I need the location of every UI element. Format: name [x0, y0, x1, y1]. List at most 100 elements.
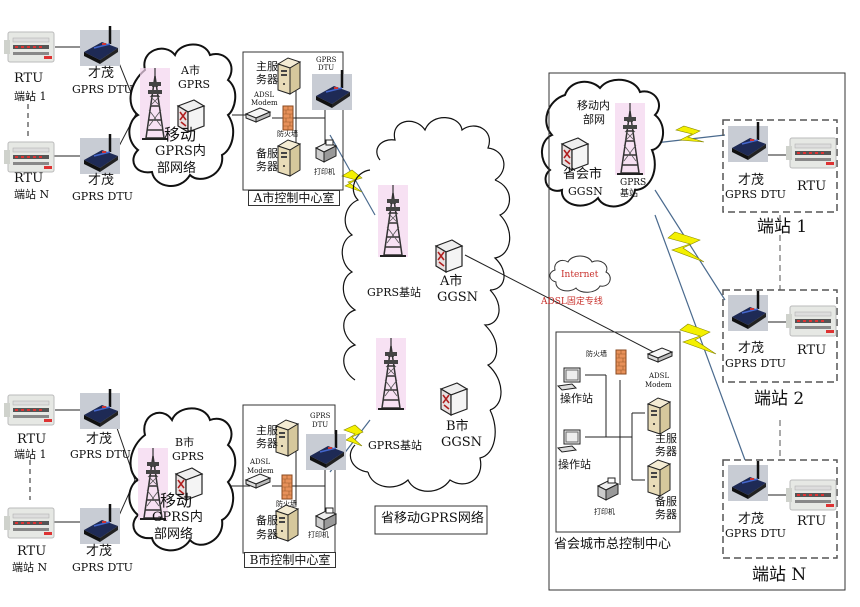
tower-label-2: 基站	[620, 189, 639, 199]
rtu-device-icon	[3, 141, 55, 173]
ggsn-a-label-1: A市	[440, 274, 463, 289]
station-label: 端站 1	[14, 90, 47, 103]
internet-cloud	[549, 255, 611, 293]
rtu-label: RTU	[14, 71, 44, 86]
dtu-model-label: GPRS DTU	[725, 188, 786, 201]
rtu-device-icon	[785, 137, 837, 169]
rtu-device-icon	[3, 31, 55, 63]
firewall-icon	[281, 474, 293, 500]
dtu-device-icon	[726, 289, 770, 333]
dtu-device-icon	[78, 24, 122, 68]
modem-label-1: ADSL	[254, 91, 275, 99]
station-name-label: 端站 1	[757, 217, 808, 237]
firewall-icon	[282, 105, 294, 131]
lightning-icon	[667, 231, 705, 263]
dtu-device-icon	[726, 459, 770, 503]
cloud-text-line1: 移动	[164, 125, 197, 144]
server-icon	[647, 459, 671, 497]
dtu-device-icon	[78, 502, 122, 546]
internet-label: Internet	[561, 270, 599, 280]
provincial-control-box	[555, 331, 681, 533]
station-label: 端站 1	[14, 448, 47, 461]
workstation-icon	[557, 367, 581, 391]
lightning-icon	[343, 424, 364, 447]
modem-label-2: Modem	[251, 99, 278, 107]
lightning-bolts	[341, 125, 717, 447]
station-1-dashed-box	[722, 119, 838, 213]
dtu-device-icon	[310, 68, 354, 112]
dtu-label-2: DTU	[312, 421, 329, 429]
dtu-device-icon	[78, 132, 122, 176]
ggsn-a-label-2: GGSN	[437, 290, 479, 305]
adsl-link-label: ADSL固定专线	[541, 297, 603, 307]
rtu-label: RTU	[797, 343, 827, 358]
dtu-brand-label: 才茂	[88, 66, 115, 81]
ggsn-label-1: 省会市	[563, 167, 603, 182]
firewall-label: 防火墙	[276, 500, 297, 508]
rtu-label: RTU	[17, 544, 47, 559]
cloud-text-line2: GPRS内	[155, 144, 206, 159]
modem-icon	[647, 347, 673, 363]
firewall-label: 防火墙	[586, 350, 607, 358]
dtu-model-label: GPRS DTU	[725, 357, 786, 370]
printer-label: 打印机	[314, 168, 335, 176]
modem-label-1: ADSL	[250, 458, 271, 466]
dtu-brand-label: 才茂	[738, 173, 765, 188]
modem-label-2: Modem	[645, 381, 672, 389]
tower-icon	[377, 184, 409, 258]
main-server-label-1: 主服	[256, 60, 278, 73]
server-icon	[275, 419, 299, 457]
dtu-device-icon	[726, 120, 770, 164]
workstation-label: 操作站	[558, 458, 591, 471]
ggsn-label-2: GGSN	[568, 185, 603, 198]
dtu-brand-label: 才茂	[86, 544, 113, 559]
tower-a-label: GPRS基站	[367, 286, 422, 299]
station-label: 端站 N	[14, 188, 50, 201]
rtu-label: RTU	[797, 179, 827, 194]
dtu-model-label: GPRS DTU	[725, 527, 786, 540]
rtu-device-icon	[785, 479, 837, 511]
main-server-label-1: 主服	[256, 424, 278, 437]
workstation-label: 操作站	[560, 392, 593, 405]
cloud-net-label: GPRS	[178, 78, 211, 91]
server-icon	[275, 504, 299, 542]
main-server-label-2: 务器	[256, 437, 278, 450]
dtu-brand-label: 才茂	[88, 173, 115, 188]
backup-server-label-1: 备服	[256, 514, 278, 527]
dtu-device-icon	[78, 387, 122, 431]
dtu-model-label: GPRS DTU	[72, 83, 133, 96]
tower-label-1: GPRS	[620, 178, 647, 188]
rtu-device-icon	[785, 305, 837, 337]
tower-icon	[375, 337, 407, 411]
main-server-label-2: 务器	[256, 73, 278, 86]
dtu-label-1: GPRS	[316, 56, 337, 64]
tower-b-label: GPRS基站	[368, 439, 423, 452]
link-ggsn-a-to-center	[464, 254, 666, 359]
printer-icon	[315, 507, 337, 531]
server-icon	[647, 397, 671, 435]
dtu-brand-label: 才茂	[738, 512, 765, 527]
router-icon	[435, 239, 463, 273]
station-n-dashed-box	[722, 459, 838, 559]
provincial-area-box	[548, 72, 846, 591]
workstation-icon	[557, 429, 581, 453]
dtu-label-1: GPRS	[310, 412, 331, 420]
station-name-label: 端站 2	[754, 389, 805, 409]
dtu-brand-label: 才茂	[86, 432, 113, 447]
modem-icon	[245, 107, 271, 123]
main-server-label-1: 主服	[655, 432, 677, 445]
lightning-icon	[679, 323, 717, 355]
dtu-brand-label: 才茂	[738, 341, 765, 356]
ggsn-b-label-2: GGSN	[441, 435, 483, 450]
cloud-net-label: GPRS	[172, 450, 205, 463]
province-gprs-caption-box	[374, 505, 488, 535]
printer-label: 打印机	[594, 508, 615, 516]
station-2-dashed-box	[722, 289, 838, 383]
lightning-icon	[341, 169, 363, 193]
control-room-b-caption: B市控制中心室	[244, 552, 336, 568]
cloud-text-line1: 移动内	[577, 99, 610, 112]
station-label: 端站 N	[12, 561, 48, 574]
backup-server-label-1: 备服	[655, 495, 677, 508]
main-server-label-2: 务器	[655, 445, 677, 458]
